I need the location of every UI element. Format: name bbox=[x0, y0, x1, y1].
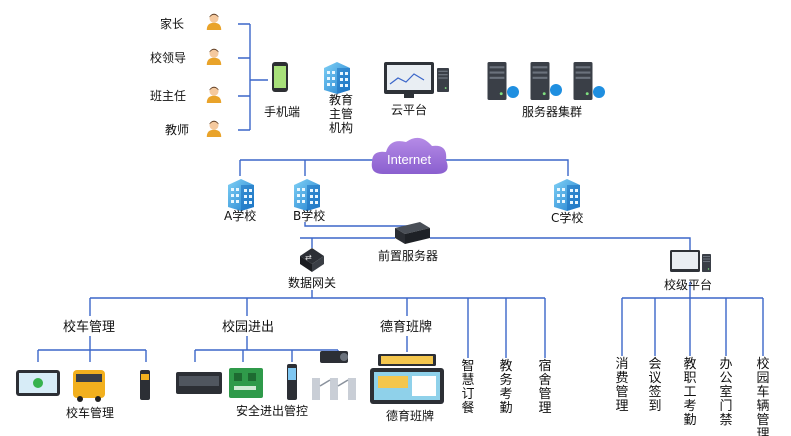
vertical-service-list-left: 智慧订餐 教务考勤 宿舍管理 bbox=[461, 358, 551, 416]
edu-label-1: 教育 bbox=[329, 92, 353, 107]
edu-building-icon bbox=[324, 62, 350, 94]
svg-text:⇄: ⇄ bbox=[305, 253, 312, 262]
school-b: B学校 bbox=[293, 179, 325, 223]
vertical-label-vertical_left-2: 宿舍管理 bbox=[538, 358, 551, 416]
vertical-label-vertical_left-0: 智慧订餐 bbox=[461, 359, 474, 416]
server-icon-1 bbox=[487, 62, 507, 100]
teacher-avatar-icon bbox=[206, 120, 222, 137]
campus-access-heading: 校园进出 bbox=[222, 319, 274, 335]
role-parent-label: 家长 bbox=[160, 16, 184, 31]
edu-label-3: 机构 bbox=[329, 120, 353, 135]
school-a-building-icon bbox=[228, 179, 254, 211]
role-list: 家长 校领导 班主任 教师 bbox=[150, 13, 222, 137]
school-b-label: B学校 bbox=[293, 208, 325, 223]
school-platform: 校级平台 bbox=[664, 250, 712, 292]
connection-lines bbox=[37, 23, 764, 362]
leader-avatar-icon bbox=[206, 48, 222, 65]
school-a: A学校 bbox=[224, 179, 256, 223]
bus-management-heading: 校车管理 bbox=[63, 319, 115, 335]
moral-board-heading: 德育班牌 bbox=[380, 319, 432, 335]
vertical-label-vertical_right-2: 教职工考勤 bbox=[683, 356, 696, 428]
mobile-label: 手机端 bbox=[264, 105, 300, 119]
vertical-label-vertical_right-0: 消费管理 bbox=[615, 357, 628, 414]
bus-devices: 校车管理 bbox=[16, 370, 150, 420]
role-leader-label: 校领导 bbox=[150, 50, 186, 65]
front-server-label: 前置服务器 bbox=[378, 248, 438, 263]
vertical-label-vertical_right-1: 会议签到 bbox=[648, 357, 661, 414]
school-c-label: C学校 bbox=[551, 210, 583, 225]
camera-icon bbox=[320, 351, 348, 363]
vertical-service-list-right: 消费管理 会议签到 教职工考勤 办公室门禁 校园车辆管理 bbox=[615, 356, 769, 436]
school-a-label: A学校 bbox=[224, 208, 256, 223]
head-teacher-avatar-icon bbox=[206, 86, 222, 103]
moral-board-devices: 德育班牌 bbox=[370, 354, 444, 423]
edu-department: 教育 主管 机构 bbox=[324, 62, 353, 135]
school-c-building-icon bbox=[554, 179, 580, 211]
data-gateway: ⇄ 数据网关 bbox=[288, 248, 336, 290]
bus-management-caption: 校车管理 bbox=[66, 405, 114, 420]
parent-avatar-icon bbox=[206, 13, 222, 30]
moral-board-caption: 德育班牌 bbox=[386, 408, 434, 423]
school-c: C学校 bbox=[551, 179, 583, 225]
role-teacher-head-label: 班主任 bbox=[150, 89, 186, 103]
cloud-platform: 云平台 bbox=[384, 62, 449, 117]
cloud-server-icon bbox=[437, 68, 449, 92]
server-cluster-label: 服务器集群 bbox=[522, 104, 582, 119]
school-platform-label: 校级平台 bbox=[664, 277, 712, 292]
vertical-label-vertical_left-1: 教务考勤 bbox=[499, 358, 512, 416]
front-server: 前置服务器 bbox=[378, 222, 438, 263]
campus-devices: 安全进出管控 bbox=[176, 351, 356, 418]
cloud-icon bbox=[371, 137, 448, 174]
vertical-label-vertical_right-3: 办公室门禁 bbox=[719, 357, 732, 428]
edu-label-2: 主管 bbox=[329, 106, 353, 121]
controller-board-icon bbox=[229, 368, 263, 398]
mobile-terminal: 手机端 bbox=[264, 62, 300, 119]
role-teacher-label: 教师 bbox=[165, 122, 189, 137]
server-icon-2 bbox=[530, 62, 550, 100]
safe-access-caption: 安全进出管控 bbox=[236, 403, 308, 418]
server-cluster: 服务器集群 bbox=[487, 62, 605, 119]
internet-label: Internet bbox=[387, 152, 431, 167]
turnstile-icon bbox=[312, 378, 356, 400]
server-icon-3 bbox=[573, 62, 593, 100]
vertical-label-vertical_right-4: 校园车辆管理 bbox=[756, 356, 769, 436]
internet-cloud: Internet bbox=[371, 137, 448, 174]
school-b-building-icon bbox=[294, 179, 320, 211]
gateway-label: 数据网关 bbox=[288, 275, 336, 290]
front-server-icon bbox=[405, 228, 430, 244]
cloud-platform-label: 云平台 bbox=[391, 102, 427, 117]
